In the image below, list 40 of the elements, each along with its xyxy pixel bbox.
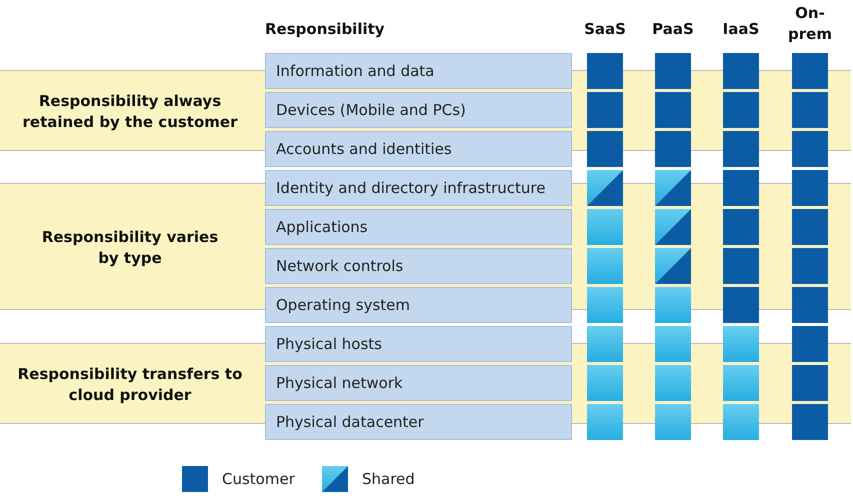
group-label: Responsibility always retained by the customer	[22, 90, 238, 132]
column-header: SaaS	[583, 20, 627, 38]
provider-tile	[587, 326, 623, 362]
column-header: PaaS	[651, 20, 695, 38]
row-label: Operating system	[265, 287, 572, 323]
provider-tile	[723, 404, 759, 440]
customer-tile	[792, 326, 828, 362]
customer-tile	[723, 287, 759, 323]
column-header: IaaS	[722, 20, 760, 38]
customer-tile	[792, 53, 828, 89]
provider-tile	[655, 404, 691, 440]
provider-tile	[723, 326, 759, 362]
customer-tile	[792, 404, 828, 440]
customer-tile	[792, 287, 828, 323]
customer-tile	[587, 131, 623, 167]
customer-tile	[587, 53, 623, 89]
customer-tile	[792, 131, 828, 167]
customer-tile	[723, 170, 759, 206]
customer-tile	[723, 53, 759, 89]
row-label: Physical hosts	[265, 326, 572, 362]
row-label: Identity and directory infrastructure	[265, 170, 572, 206]
shared-tile	[587, 170, 623, 206]
provider-tile	[655, 287, 691, 323]
row-label: Accounts and identities	[265, 131, 572, 167]
row-label: Physical datacenter	[265, 404, 572, 440]
row-label: Information and data	[265, 53, 572, 89]
customer-tile	[655, 53, 691, 89]
legend-label: Customer	[222, 470, 295, 488]
provider-tile	[587, 404, 623, 440]
provider-tile	[587, 287, 623, 323]
provider-tile	[655, 326, 691, 362]
column-header: Responsibility	[265, 20, 385, 38]
customer-tile	[723, 131, 759, 167]
column-header: On-prem	[787, 3, 833, 45]
group-label: Responsibility varies by type	[40, 226, 220, 268]
legend-label: Shared	[362, 470, 415, 488]
group-label: Responsibility transfers to cloud provider	[16, 364, 244, 406]
customer-tile	[792, 170, 828, 206]
customer-tile	[655, 131, 691, 167]
shared-tile	[655, 170, 691, 206]
